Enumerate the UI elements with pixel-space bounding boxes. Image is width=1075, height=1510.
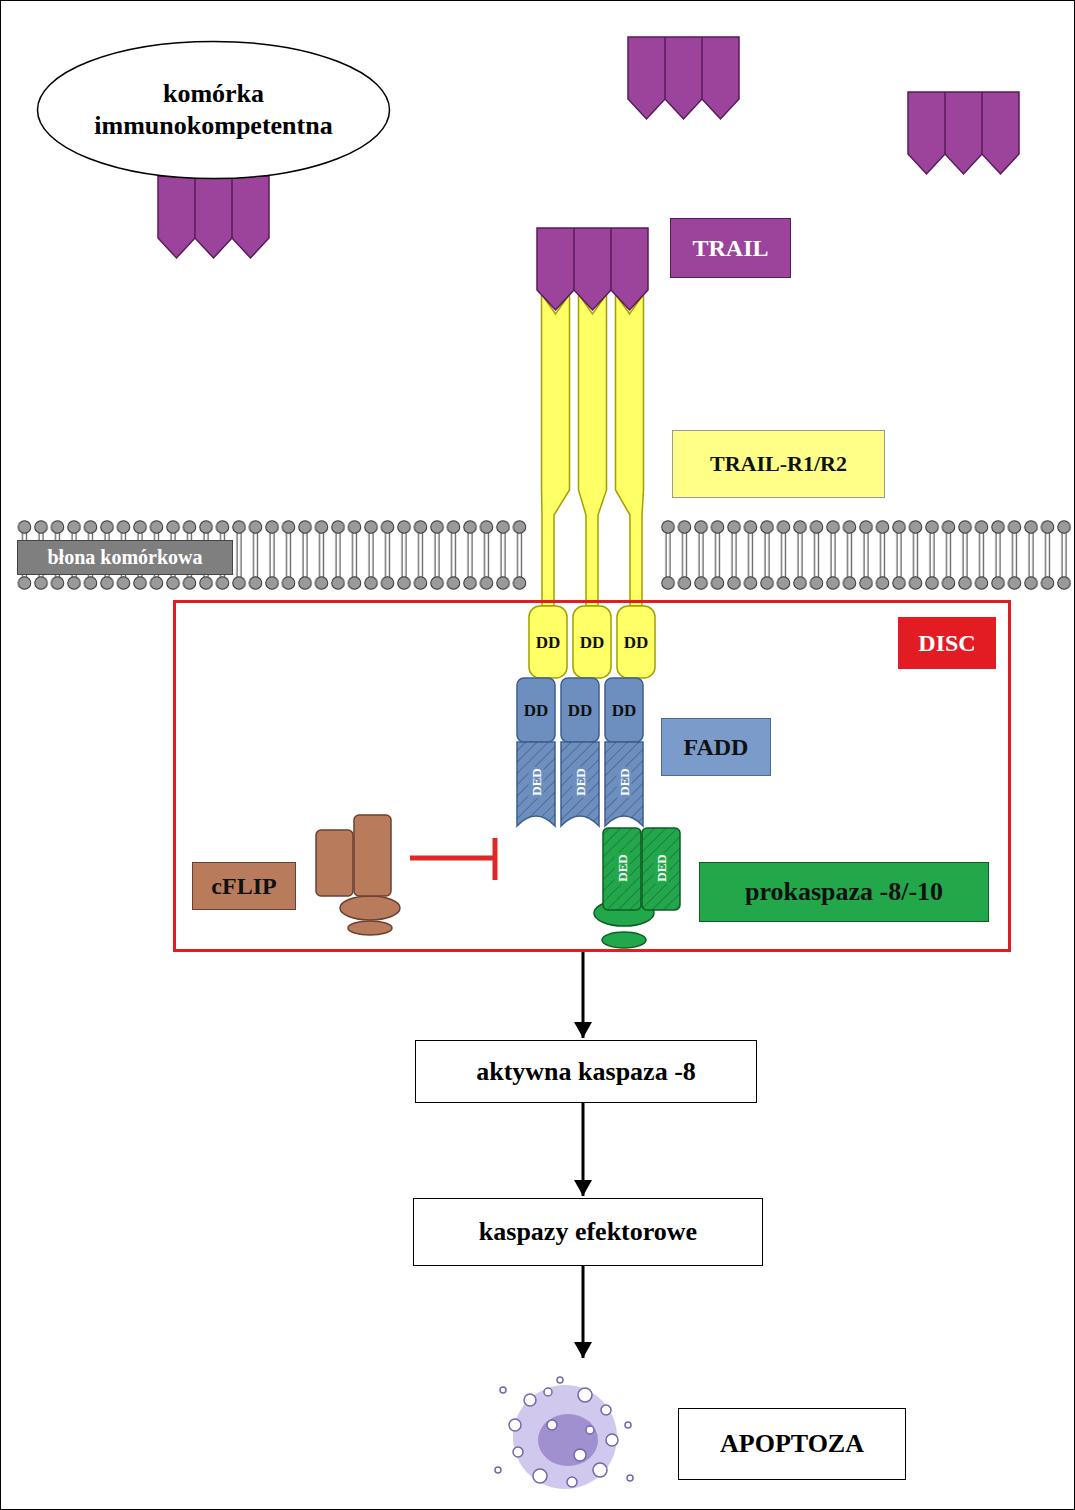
node-label: prokaspaza -8/-10 — [745, 877, 943, 907]
membrane-box: błona komórkowa — [17, 540, 233, 575]
domain-label: DED — [654, 852, 669, 883]
domain-label: DED — [573, 766, 588, 797]
outcome-box: APOPTOZA — [495, 1360, 907, 1500]
domain-label: DD — [612, 702, 637, 719]
ellipse-outline — [36, 40, 391, 180]
ellipse-shape — [38, 42, 390, 179]
receptor-box: TRAIL-R1/R2 — [672, 430, 885, 498]
node-label: aktywna kaspaza -8 — [476, 1057, 696, 1087]
immune-cell-ellipse: komórka immunokompetentna — [36, 40, 391, 180]
node-label: kaspazy efektorowe — [479, 1217, 697, 1247]
trail-trimer — [537, 228, 648, 310]
node-label: FADD — [684, 734, 749, 761]
domain-label: DD — [536, 634, 561, 651]
flow-arrow — [582, 1266, 585, 1358]
node-label: TRAIL — [692, 235, 768, 262]
procaspase-protein — [594, 828, 680, 948]
domain-label: DED — [529, 766, 544, 797]
domain-label: DD — [524, 702, 549, 719]
node-label: błona komórkowa — [47, 546, 202, 569]
flow-arrow — [582, 952, 585, 1038]
cflip-protein — [316, 815, 400, 935]
lipid-bilayer — [660, 520, 1073, 590]
lipid-bilayer — [17, 520, 529, 590]
node-label: komórka immunokompetentna — [79, 78, 349, 143]
domain-label: DED — [615, 852, 630, 883]
process-box: kaspazy efektorowe — [413, 1198, 763, 1266]
node-label: TRAIL-R1/R2 — [710, 451, 847, 477]
inhibition-symbol — [410, 838, 495, 880]
trail-trimer — [908, 92, 1019, 174]
domain-label: DD — [580, 634, 605, 651]
cflip-box: cFLIP — [192, 862, 296, 910]
domain-label: DD — [568, 702, 593, 719]
ligand-box: TRAIL — [670, 218, 791, 278]
apoptotic-cell — [495, 1377, 633, 1489]
domain-label: DD — [624, 634, 649, 651]
domain-label: DED — [617, 766, 632, 797]
flow-arrow — [582, 1103, 585, 1196]
trail-receptor — [529, 294, 655, 678]
fadd-box: FADD — [661, 718, 771, 776]
process-box: aktywna kaspaza -8 — [415, 1040, 757, 1103]
trail-trimer — [628, 37, 739, 119]
node-label: cFLIP — [211, 873, 276, 900]
node-label: DISC — [898, 617, 996, 669]
procaspase-box: prokaspaza -8/-10 — [699, 862, 989, 922]
disc-region: FADD cFLIP prokaspaza -8/-10 DISC — [173, 600, 1011, 952]
fadd-protein — [517, 678, 643, 826]
node-label: APOPTOZA — [678, 1408, 906, 1480]
trail-trimer — [158, 176, 269, 258]
